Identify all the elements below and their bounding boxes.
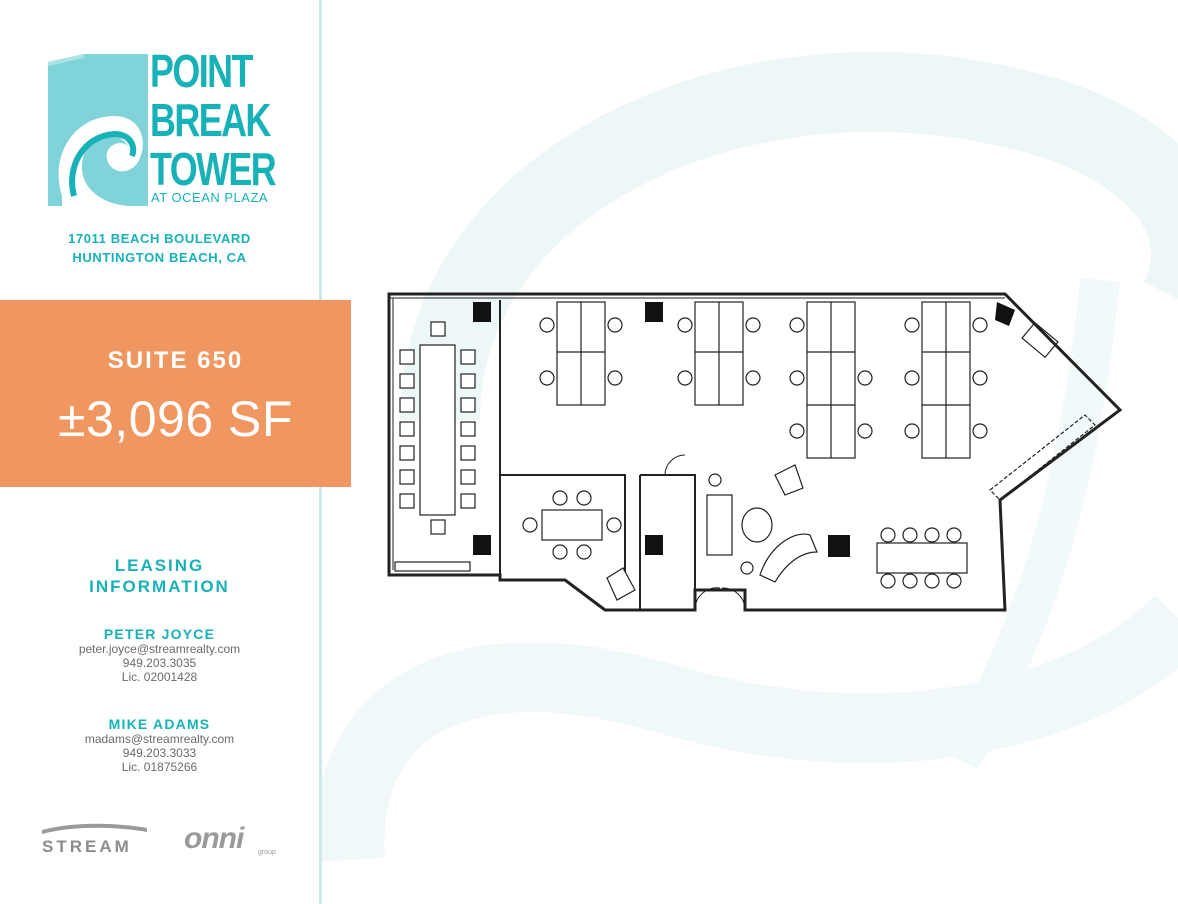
logo-word-tower: TOWER <box>150 143 277 195</box>
contact-email[interactable]: peter.joyce@streamrealty.com <box>78 642 241 656</box>
address-line-1: 17011 BEACH BOULEVARD <box>68 231 251 246</box>
contact-phone[interactable]: 949.203.3033 <box>122 746 197 760</box>
contact-name: MIKE ADAMS <box>108 716 211 732</box>
address-line-2: HUNTINGTON BEACH, CA <box>72 250 247 265</box>
leasing-heading-line-1: LEASING <box>114 556 205 575</box>
wave-watermark <box>320 51 1178 862</box>
stream-swoosh-icon <box>42 823 147 834</box>
logo-word-break: BREAK <box>150 94 271 146</box>
onni-group-logo: onni group <box>184 822 284 860</box>
suite-number: SUITE 650 <box>107 347 244 374</box>
contact-phone[interactable]: 949.203.3035 <box>122 656 197 670</box>
floor-plan <box>387 292 1123 612</box>
suite-area: ±3,096 SF <box>58 391 293 447</box>
logo-word-point: POINT <box>150 45 253 97</box>
contact-license: Lic. 01875266 <box>121 760 198 774</box>
leasing-heading-line-2: INFORMATION <box>89 577 230 596</box>
stream-logo: STREAM <box>42 820 157 860</box>
onni-wordmark: onni <box>184 822 244 855</box>
point-break-tower-logo <box>48 54 148 206</box>
contact-card: MIKE ADAMS madams@streamrealty.com 949.2… <box>0 716 319 774</box>
stream-wordmark: STREAM <box>42 837 132 856</box>
contact-card: PETER JOYCE peter.joyce@streamrealty.com… <box>0 626 319 684</box>
property-address: 17011 BEACH BOULEVARD HUNTINGTON BEACH, … <box>0 229 319 267</box>
logo-subtitle: AT OCEAN PLAZA <box>151 190 269 205</box>
leasing-information-heading: LEASING INFORMATION <box>0 555 319 597</box>
onni-group-label: group <box>258 849 276 856</box>
contact-name: PETER JOYCE <box>103 626 216 642</box>
contact-license: Lic. 02001428 <box>121 670 198 684</box>
suite-banner: SUITE 650 ±3,096 SF <box>0 300 351 487</box>
contact-email[interactable]: madams@streamrealty.com <box>84 732 235 746</box>
